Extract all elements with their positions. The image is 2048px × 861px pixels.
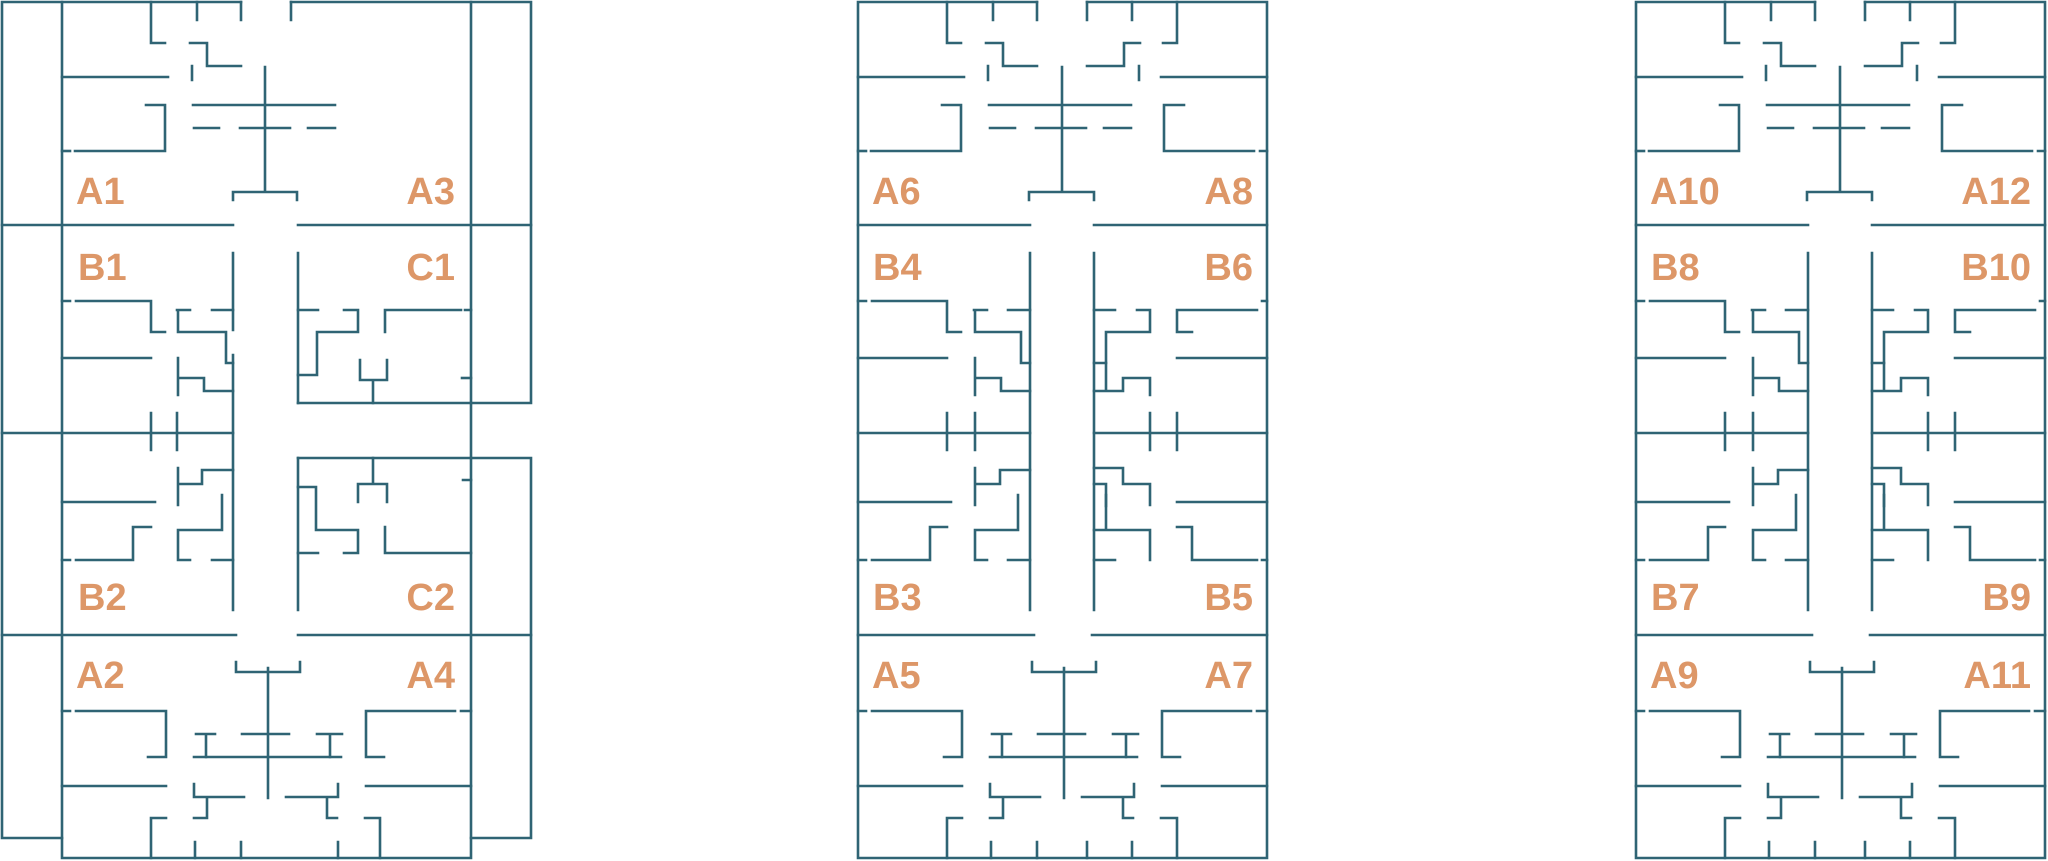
unit-label-a11: A11: [1963, 655, 2031, 697]
unit-label-b10: B10: [1961, 247, 2031, 289]
unit-label-b6: B6: [1204, 247, 1253, 289]
building-2: [856, 0, 1269, 860]
unit-label-a1: A1: [76, 171, 125, 213]
unit-label-b8: B8: [1651, 247, 1700, 289]
unit-label-b3: B3: [873, 577, 922, 619]
unit-label-a10: A10: [1650, 171, 1720, 213]
unit-label-a4: A4: [406, 655, 455, 697]
unit-label-a6: A6: [872, 171, 921, 213]
building-1: [0, 0, 533, 860]
unit-label-a12: A12: [1961, 171, 2031, 213]
unit-label-a2: A2: [76, 655, 125, 697]
unit-label-b2: B2: [78, 577, 127, 619]
unit-label-c2: C2: [406, 577, 455, 619]
unit-label-c1: C1: [406, 247, 455, 289]
unit-label-b1: B1: [78, 247, 127, 289]
unit-label-b9: B9: [1982, 577, 2031, 619]
unit-label-a9: A9: [1650, 655, 1699, 697]
unit-label-a8: A8: [1204, 171, 1253, 213]
unit-label-b5: B5: [1204, 577, 1253, 619]
unit-label-b4: B4: [873, 247, 922, 289]
building-3: [1634, 0, 2047, 860]
unit-label-a3: A3: [406, 171, 455, 213]
unit-label-a5: A5: [872, 655, 921, 697]
unit-label-a7: A7: [1204, 655, 1253, 697]
unit-label-b7: B7: [1651, 577, 1700, 619]
